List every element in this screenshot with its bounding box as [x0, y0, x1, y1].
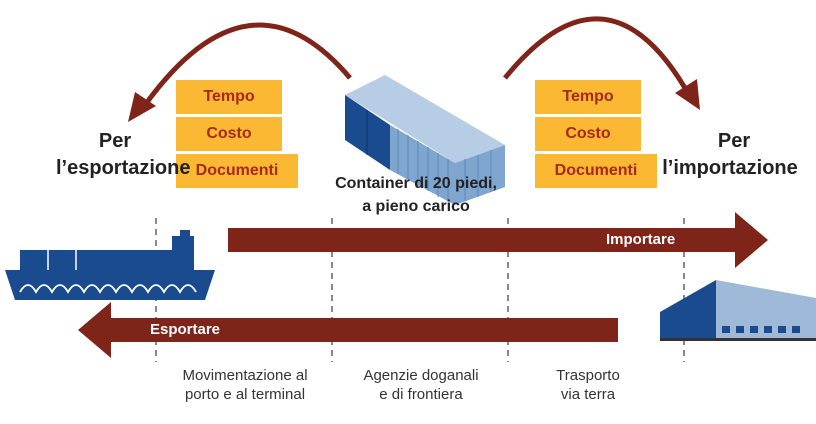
container-caption-line2: a pieno carico [362, 198, 470, 215]
curved-arrow-right [503, 16, 688, 90]
import-label-line2: l’importazione [662, 157, 798, 179]
export-label-line2: l’esportazione [56, 157, 191, 179]
warehouse-icon [660, 280, 816, 341]
stage-customs-line1: Agenzie doganali [363, 367, 479, 384]
curved-arrow-right-head [675, 79, 700, 110]
export-arrow [78, 302, 618, 358]
container-caption: Container di 20 piedi, a pieno carico [316, 172, 516, 218]
export-label-line1: Per [98, 130, 132, 152]
right-box-time: Tempo [535, 80, 641, 114]
right-box-documents: Documenti [535, 154, 657, 188]
import-label: Per l’importazione [655, 128, 805, 182]
stage-customs-line2: e di frontiera [379, 386, 463, 403]
container-caption-line1: Container di 20 piedi, [335, 175, 497, 192]
right-box-cost: Costo [535, 117, 641, 151]
import-arrow-label: Importare [606, 231, 676, 248]
export-label: Per l’esportazione [56, 128, 190, 182]
stage-port-terminal-line2: porto e al terminal [184, 386, 306, 403]
left-box-documents: Documenti [176, 154, 298, 188]
container-icon [345, 75, 505, 205]
import-label-line1: Per [717, 130, 751, 152]
stage-inland-transport-line2: via terra [560, 386, 616, 403]
stage-inland-transport-line1: Trasporto [556, 367, 620, 384]
stage-customs: Agenzie doganali e di frontiera [336, 366, 506, 404]
left-box-time: Tempo [176, 80, 282, 114]
curved-arrow-left-head [128, 92, 156, 122]
export-arrow-label: Esportare [150, 321, 221, 338]
stage-port-terminal: Movimentazione al porto e al terminal [160, 366, 330, 404]
curved-arrow-left [142, 22, 352, 107]
ship-icon [5, 230, 215, 300]
stage-port-terminal-line1: Movimentazione al [182, 367, 308, 384]
import-arrow [228, 212, 768, 268]
left-box-cost: Costo [176, 117, 282, 151]
stage-inland-transport: Trasporto via terra [508, 366, 668, 404]
